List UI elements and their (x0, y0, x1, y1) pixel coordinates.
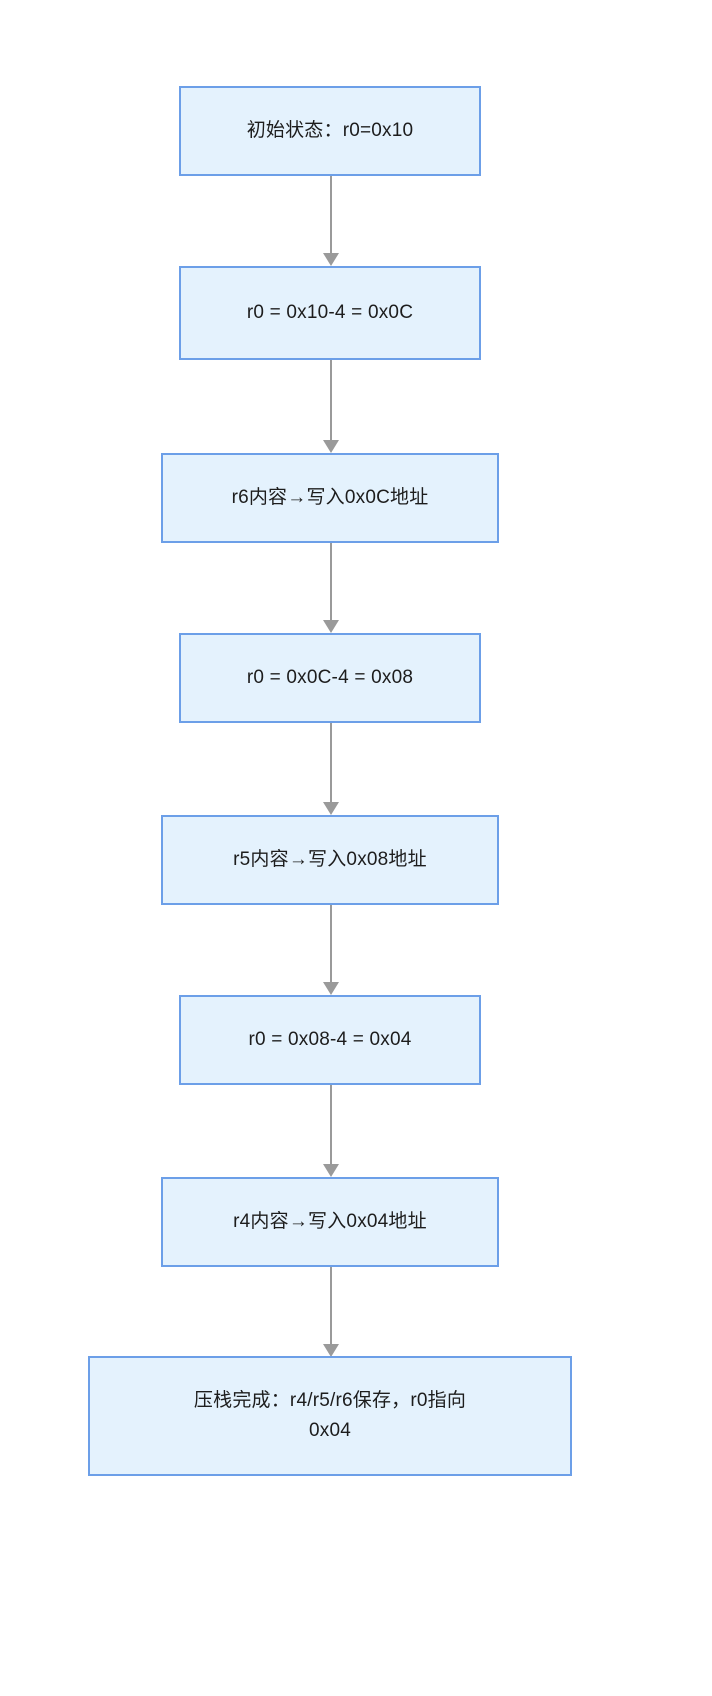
flowchart-node-store-r5[interactable]: r5内容→写入0x08地址 (161, 815, 499, 905)
node-label: r5内容→写入0x08地址 (233, 849, 427, 870)
flowchart-edge-5 (323, 905, 339, 995)
edge-arrowhead-icon (323, 802, 339, 815)
flowchart-edge-6 (323, 1085, 339, 1177)
flowchart-edge-7 (323, 1267, 339, 1357)
flowchart-node-store-r4[interactable]: r4内容→写入0x04地址 (161, 1177, 499, 1267)
edge-line (330, 1267, 332, 1345)
node-label: r0 = 0x0C-4 = 0x08 (246, 667, 414, 688)
flowchart-node-store-r6[interactable]: r6内容→写入0x0C地址 (161, 453, 499, 543)
flowchart-node-r0-0x08-minus-4[interactable]: r0 = 0x08-4 = 0x04 (179, 995, 481, 1085)
flowchart-node-initial-state[interactable]: 初始状态：r0=0x10 (179, 86, 481, 176)
flowchart-edge-4 (323, 723, 339, 815)
edge-arrowhead-icon (323, 253, 339, 266)
edge-line (330, 723, 332, 803)
flowchart-edge-3 (323, 543, 339, 633)
edge-arrowhead-icon (323, 982, 339, 995)
flowchart-edge-2 (323, 360, 339, 453)
edge-arrowhead-icon (323, 1164, 339, 1177)
node-label: 压栈完成：r4/r5/r6保存，r0指向 0x04 (193, 1390, 467, 1441)
flowchart-node-push-complete[interactable]: 压栈完成：r4/r5/r6保存，r0指向 0x04 (88, 1356, 572, 1476)
node-label: r0 = 0x10-4 = 0x0C (246, 302, 414, 323)
edge-line (330, 1085, 332, 1165)
flowchart-node-r0-0x0c-minus-4[interactable]: r0 = 0x0C-4 = 0x08 (179, 633, 481, 723)
node-label: r0 = 0x08-4 = 0x04 (248, 1029, 412, 1050)
edge-arrowhead-icon (323, 440, 339, 453)
edge-line (330, 543, 332, 621)
edge-arrowhead-icon (323, 620, 339, 633)
flowchart-node-r0-0x10-minus-4[interactable]: r0 = 0x10-4 = 0x0C (179, 266, 481, 360)
node-label: r4内容→写入0x04地址 (233, 1211, 427, 1232)
edge-line (330, 905, 332, 983)
edge-line (330, 360, 332, 441)
edge-arrowhead-icon (323, 1344, 339, 1357)
flowchart-edge-1 (323, 176, 339, 266)
node-label: 初始状态：r0=0x10 (246, 120, 414, 141)
edge-line (330, 176, 332, 254)
node-label: r6内容→写入0x0C地址 (231, 487, 429, 508)
